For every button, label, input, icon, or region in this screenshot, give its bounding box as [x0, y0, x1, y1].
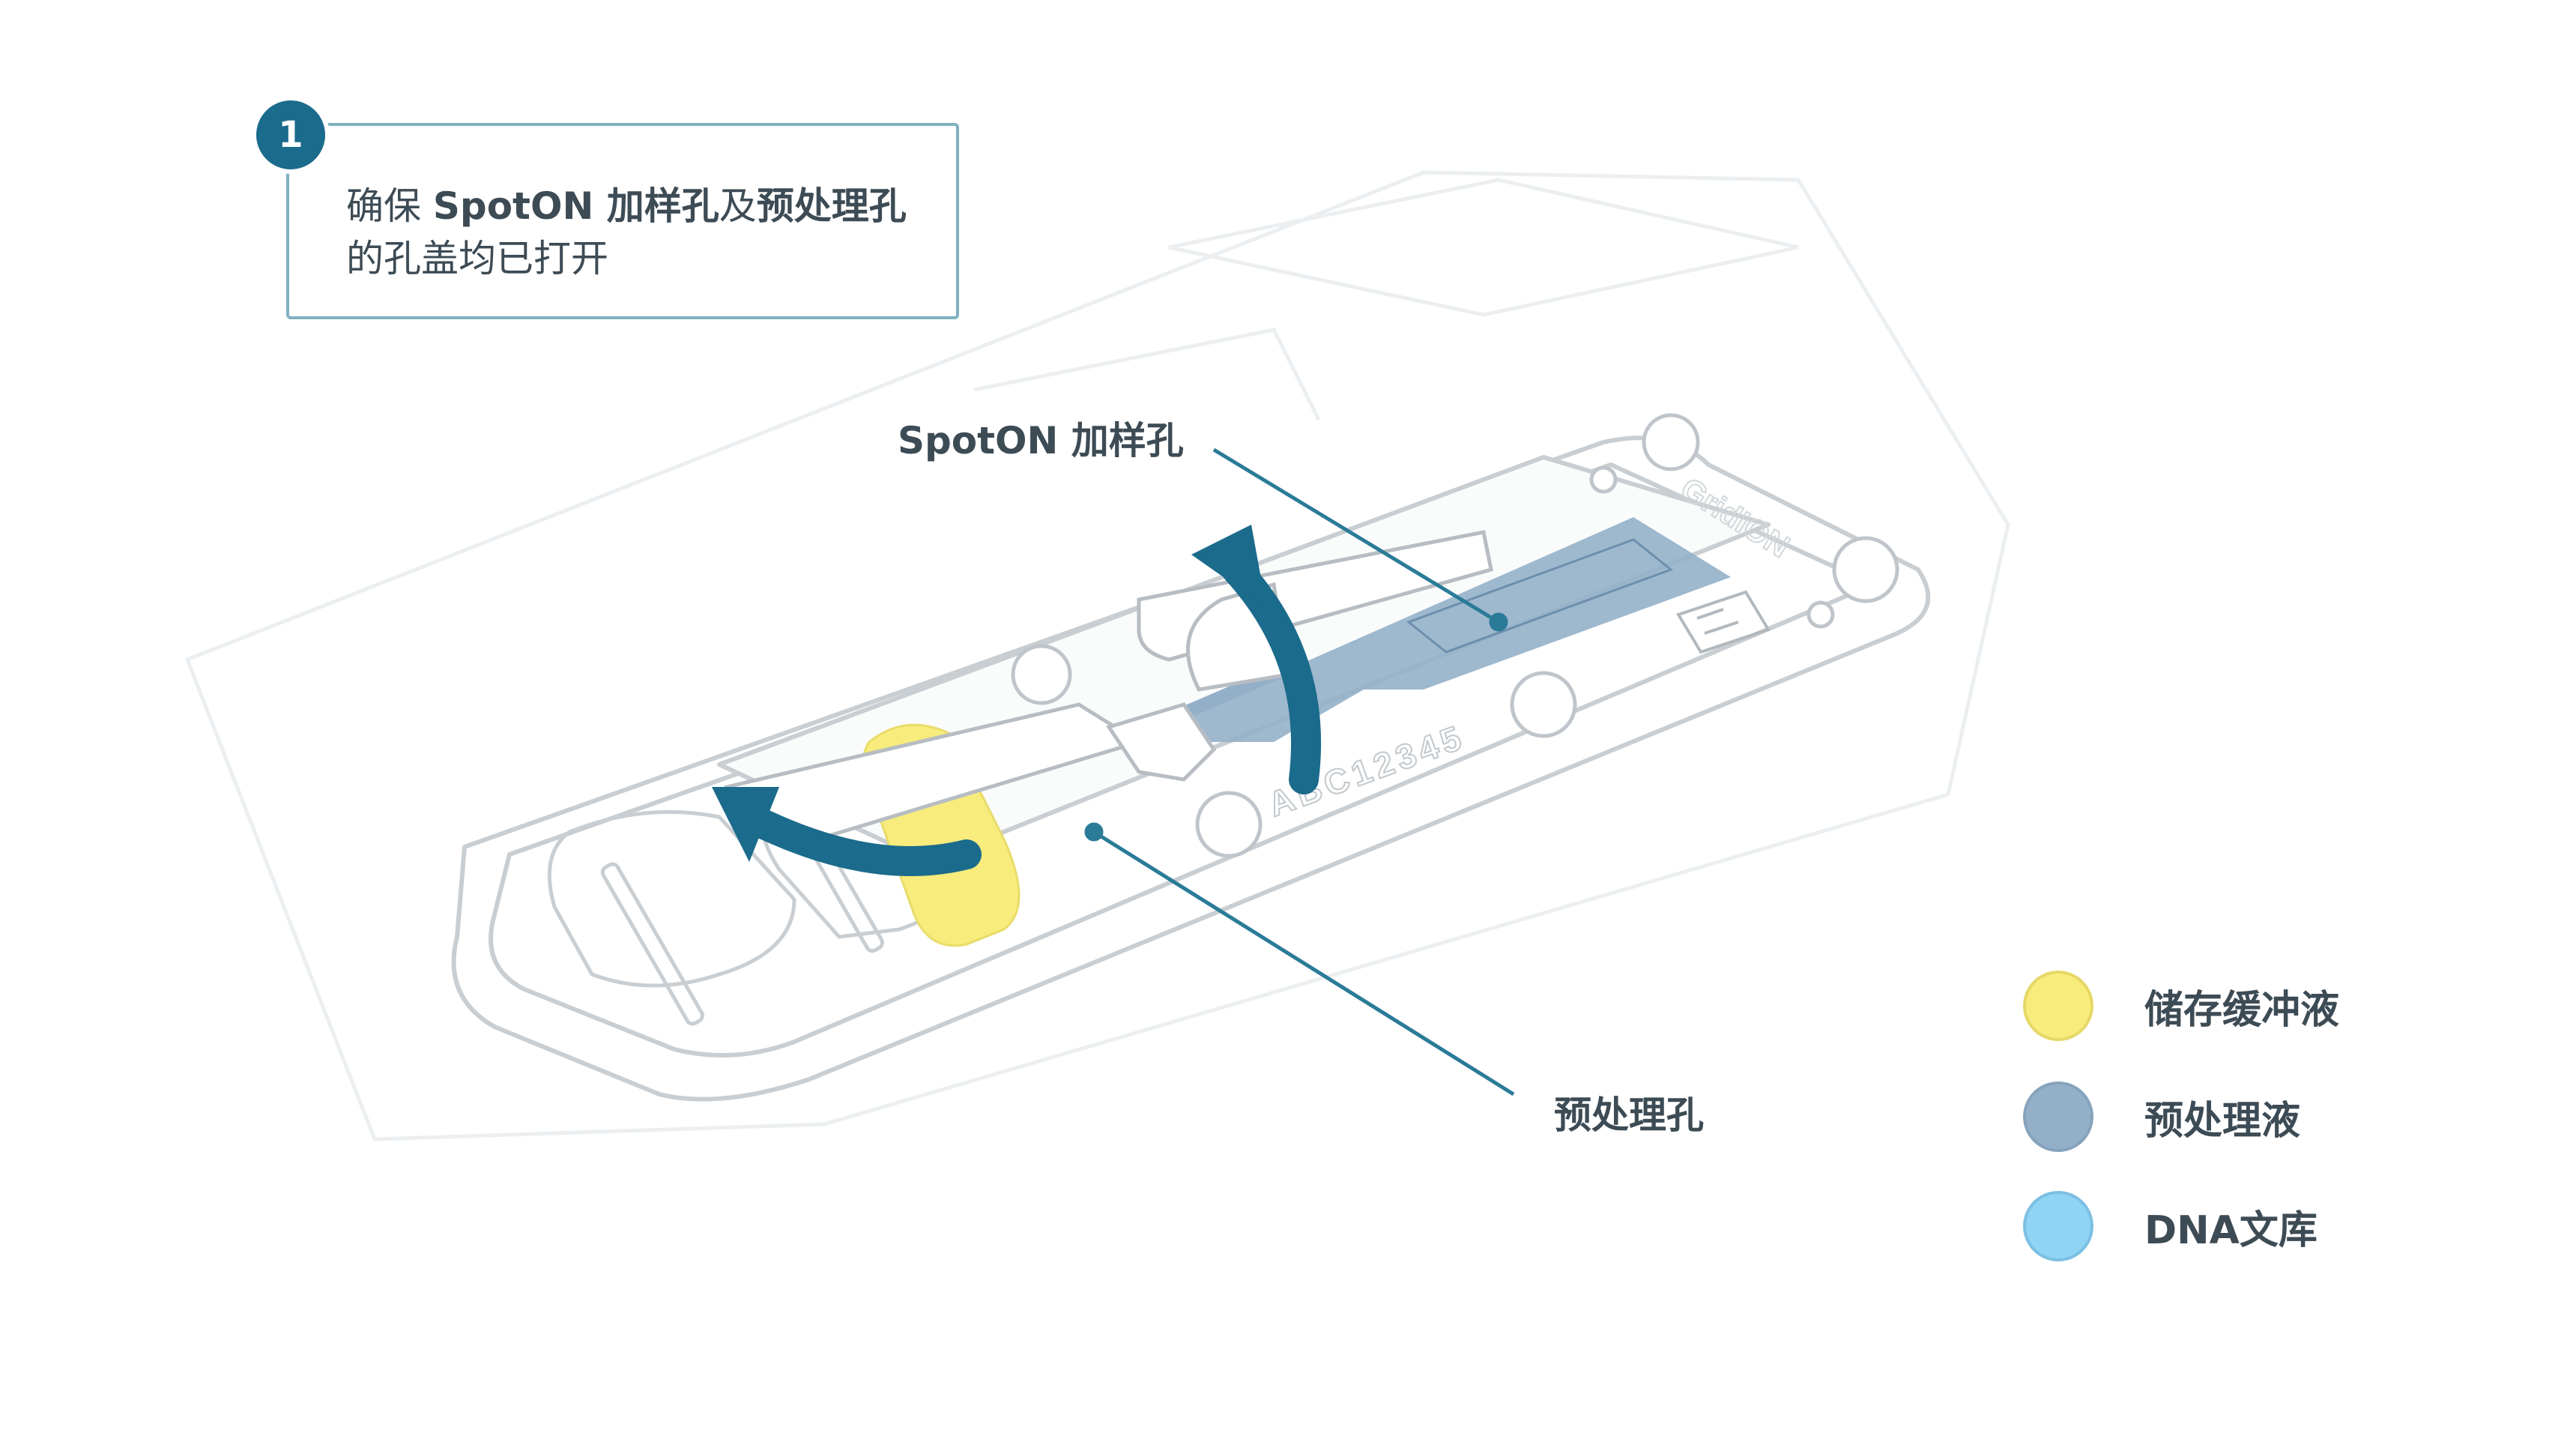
priming-open-arrow-icon: [749, 809, 982, 876]
barcode-mark: [1676, 590, 1771, 654]
leader-lines: [1084, 447, 1515, 1096]
step-number: 1: [278, 114, 303, 156]
step-instruction: 确保 SpotON 加样孔及预处理孔的孔盖均已打开: [346, 180, 931, 285]
step-text-2: 及: [719, 184, 757, 228]
spoton-port-label: SpotON 加样孔: [898, 419, 1184, 462]
step-text-1: 确保: [346, 184, 433, 228]
open-arrows: [712, 525, 1322, 876]
legend-label: 预处理液: [2144, 1098, 2301, 1144]
priming-port-label: 预处理孔: [1554, 1093, 1704, 1137]
legend-label: 储存缓冲液: [2144, 987, 2340, 1033]
storage-buffer-swatch: [2023, 971, 2093, 1041]
legend-item-priming-fluid: 预处理液: [2023, 1079, 2300, 1154]
device-background: [184, 170, 2010, 1141]
screws: [1011, 413, 1899, 858]
legend-item-dna-library: DNA文库: [2023, 1189, 2318, 1264]
legend-item-storage-buffer: 储存缓冲液: [2023, 968, 2339, 1043]
priming-fluid-swatch: [2023, 1082, 2093, 1152]
step-text-bold-priming: 预处理孔: [756, 184, 907, 228]
legend-label: DNA文库: [2144, 1207, 2318, 1253]
dna-library-swatch: [2023, 1191, 2093, 1261]
step-callout: [286, 123, 959, 319]
step-text-bold-spoton: SpotON 加样孔: [432, 184, 719, 228]
step-text-3: 的孔盖均已打开: [346, 237, 608, 280]
step-number-badge: 1: [252, 96, 330, 174]
